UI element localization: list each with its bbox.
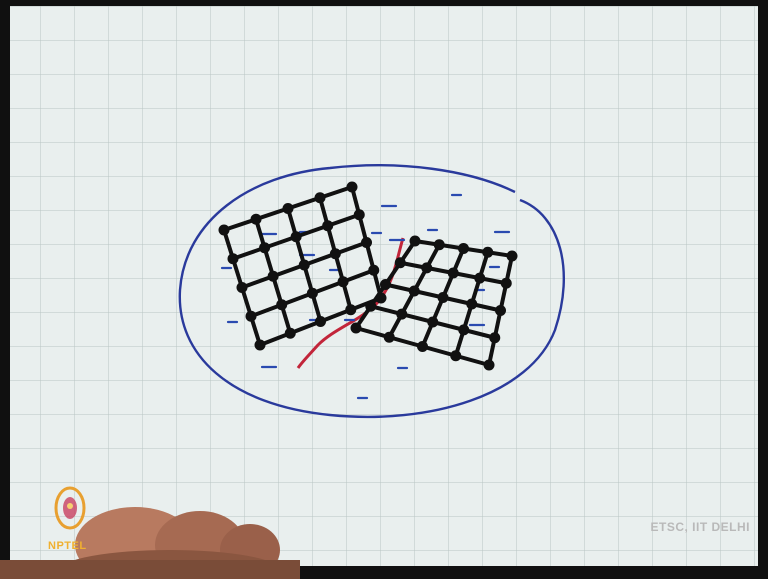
right-grain-atom <box>365 301 376 312</box>
right-grain-atom <box>438 292 449 303</box>
logo-label: NPTEL <box>48 540 87 552</box>
left-grain-atom <box>361 237 372 248</box>
right-grain-atom <box>384 332 395 343</box>
right-grain-atom <box>421 262 432 273</box>
left-grain-atom <box>338 276 349 287</box>
left-grain-atom <box>255 340 266 351</box>
right-grain-atom <box>450 350 461 361</box>
right-grain-atom <box>474 273 485 284</box>
right-grain-atom <box>448 268 459 279</box>
left-grain-atom <box>276 299 287 310</box>
right-grain-atom <box>495 305 506 316</box>
left-grain-atom <box>345 304 356 315</box>
left-grain-atom <box>246 311 257 322</box>
right-grain-atom <box>489 332 500 343</box>
left-grain-atom <box>315 316 326 327</box>
left-grain-atom <box>347 182 358 193</box>
left-grain-atom <box>251 214 262 225</box>
left-grain-atom <box>307 288 318 299</box>
right-grain-atom <box>501 278 512 289</box>
left-grain-atom <box>219 225 230 236</box>
right-grain-atom <box>427 317 438 328</box>
right-grain-atom <box>395 257 406 268</box>
left-grain-atom <box>228 253 239 264</box>
right-grain-atom <box>507 251 518 262</box>
right-grain-atom <box>417 341 428 352</box>
right-grain-atom <box>466 299 477 310</box>
left-grain-atom <box>291 231 302 242</box>
left-grain-atom <box>315 192 326 203</box>
left-grain-atom <box>354 209 365 220</box>
watermark-text: ETSC, IIT DELHI <box>650 520 750 534</box>
left-grain-atom <box>283 203 294 214</box>
right-grain-atom <box>482 247 493 258</box>
right-grain-atom <box>396 309 407 320</box>
left-grain-atom <box>268 271 279 282</box>
left-grain-atom <box>299 260 310 271</box>
left-grain-atom <box>322 220 333 231</box>
right-grain-atom <box>434 239 445 250</box>
left-grain-atom <box>330 248 341 259</box>
left-grain-atom <box>259 242 270 253</box>
right-grain-atom <box>484 360 495 371</box>
right-grain-atom <box>458 324 469 335</box>
right-grain-atom <box>409 286 420 297</box>
right-grain-atom <box>351 323 362 334</box>
right-grain-atom <box>458 243 469 254</box>
left-grain-atom <box>237 282 248 293</box>
left-grain-atom <box>368 265 379 276</box>
right-grain-atom <box>410 236 421 247</box>
right-grain-atom <box>380 279 391 290</box>
left-grain-atom <box>285 328 296 339</box>
